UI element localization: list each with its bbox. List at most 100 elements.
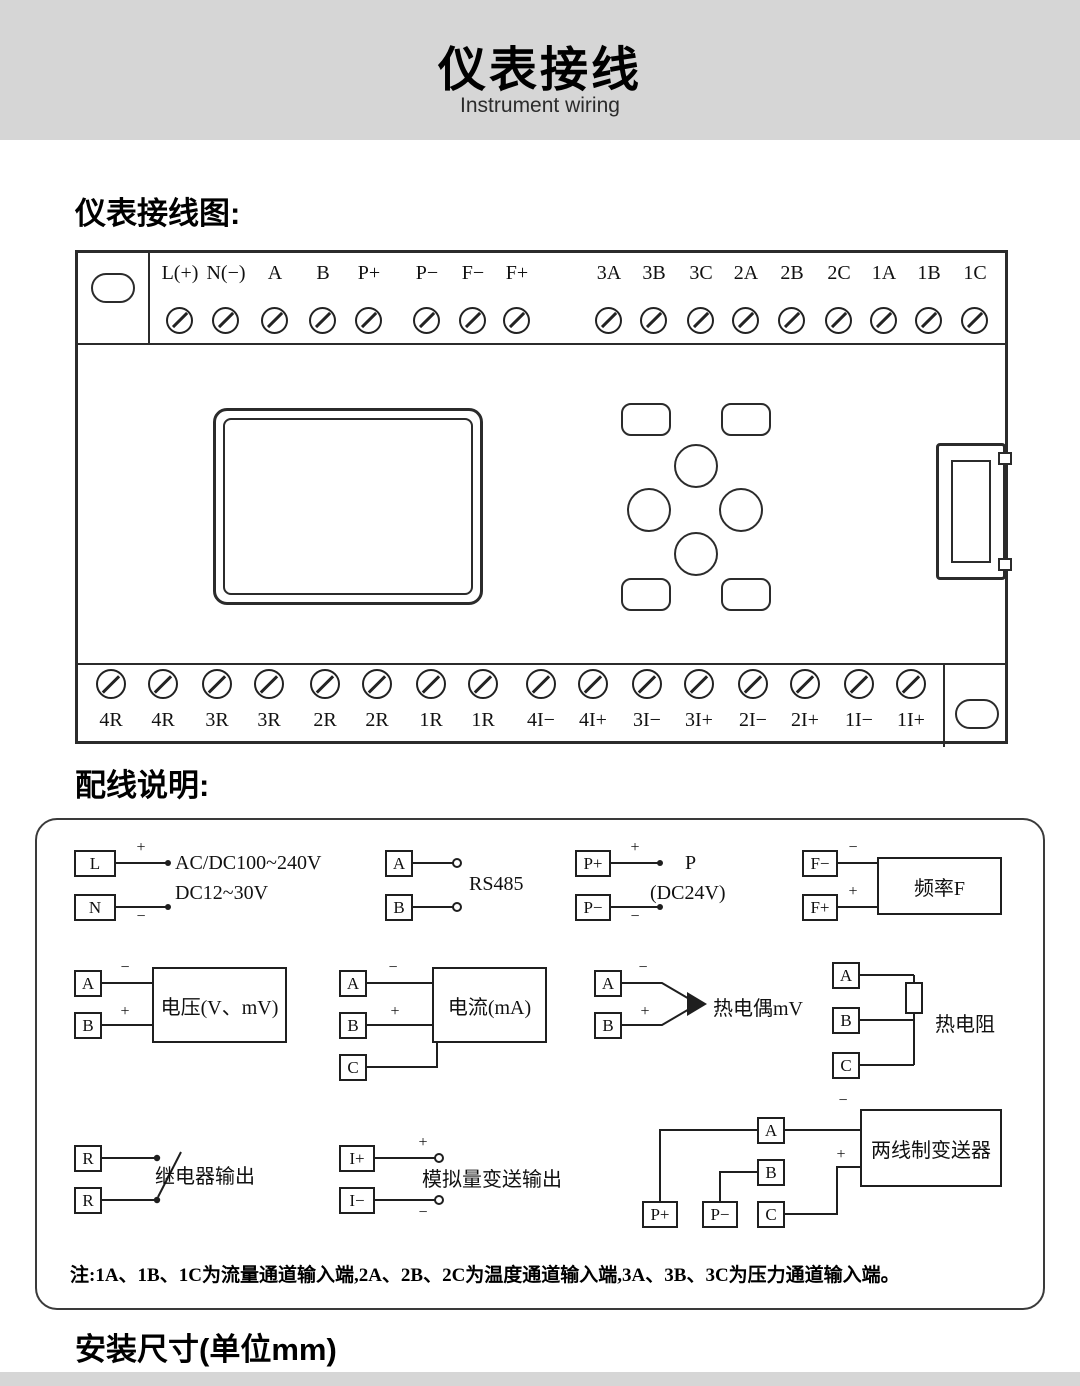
- screw-terminal-icon: [212, 307, 239, 334]
- screw-terminal-icon: [526, 669, 556, 699]
- rtd-label: 热电阻: [935, 1014, 995, 1036]
- terminal-box: B: [74, 1012, 102, 1039]
- screw-terminal-icon: [595, 307, 622, 334]
- bottom-strip-right-divider: [943, 663, 945, 747]
- side-connector: [936, 443, 1012, 580]
- terminal-box: F+: [802, 894, 838, 921]
- nav-key-right-icon: [719, 488, 763, 532]
- analog-out-label: 模拟量变送输出: [422, 1169, 562, 1191]
- connector-tab-icon: [998, 452, 1012, 465]
- terminal-box: A: [832, 962, 860, 989]
- side-connector-slot: [951, 460, 991, 563]
- polarity-sign: −: [120, 959, 130, 976]
- terminal-label: 3R: [257, 709, 281, 731]
- wiring-legend-panel: L N + − AC/DC100~240V DC12~30V A B RS485…: [35, 818, 1045, 1310]
- polarity-sign: +: [418, 1134, 428, 1151]
- polarity-sign: −: [848, 839, 858, 856]
- terminal-label: 3B: [642, 262, 666, 284]
- terminal-label: F+: [505, 262, 529, 284]
- current-box: 电流(mA): [432, 967, 547, 1043]
- section-title-wiring-diagram: 仪表接线图:: [75, 196, 241, 231]
- screw-terminal-icon: [790, 669, 820, 699]
- screw-terminal-icon: [362, 669, 392, 699]
- header-banner: 仪表接线 Instrument wiring: [0, 0, 1080, 140]
- voltage-box: 电压(V、mV): [152, 967, 287, 1043]
- screw-terminal-icon: [166, 307, 193, 334]
- terminal-box: C: [339, 1054, 367, 1081]
- terminal-box: P+: [642, 1201, 678, 1228]
- section-title-install-dimensions: 安装尺寸(单位mm): [75, 1332, 337, 1367]
- polarity-sign: −: [136, 908, 146, 925]
- terminal-box: A: [339, 970, 367, 997]
- mounting-hole-icon: [91, 273, 135, 303]
- terminal-label: 1R: [471, 709, 495, 731]
- terminal-label: 2A: [733, 262, 759, 284]
- polarity-sign: −: [630, 908, 640, 925]
- terminal-box: B: [832, 1007, 860, 1034]
- switch-blade-icon: [157, 1151, 182, 1198]
- terminal-label: 1A: [871, 262, 897, 284]
- terminal-box: B: [757, 1159, 785, 1186]
- terminal-box: R: [74, 1145, 102, 1172]
- polarity-sign: +: [630, 839, 640, 856]
- display-panel: [213, 408, 483, 605]
- polarity-sign: −: [838, 1092, 848, 1109]
- polarity-sign: +: [136, 839, 146, 856]
- terminal-label: 2R: [365, 709, 389, 731]
- function-key-4-icon: [721, 578, 771, 611]
- nav-key-up-icon: [674, 444, 718, 488]
- terminal-label: 1I+: [897, 709, 925, 731]
- terminal-box: B: [594, 1012, 622, 1039]
- switch-contact-icon: [153, 1154, 161, 1162]
- terminal-box: L: [74, 850, 116, 877]
- p-supply-line1: P: [685, 852, 697, 874]
- terminal-label: 4I+: [579, 709, 607, 731]
- screw-terminal-icon: [844, 669, 874, 699]
- terminal-label: F−: [461, 262, 485, 284]
- screw-terminal-icon: [309, 307, 336, 334]
- power-spec-line1: AC/DC100~240V: [175, 852, 322, 874]
- screw-terminal-icon: [684, 669, 714, 699]
- screw-terminal-icon: [915, 307, 942, 334]
- terminal-label: 1R: [419, 709, 443, 731]
- footer-banner-edge: [0, 1372, 1080, 1386]
- terminal-box: B: [339, 1012, 367, 1039]
- terminal-label: 4I−: [527, 709, 555, 731]
- top-strip-divider: [78, 343, 1005, 345]
- screw-terminal-icon: [503, 307, 530, 334]
- polarity-sign: −: [388, 959, 398, 976]
- terminal-label: N(−): [206, 262, 246, 284]
- terminal-label: 3R: [205, 709, 229, 731]
- screw-terminal-icon: [261, 307, 288, 334]
- screw-terminal-icon: [459, 307, 486, 334]
- terminal-box: A: [594, 970, 622, 997]
- function-key-1-icon: [621, 403, 671, 436]
- screw-terminal-icon: [870, 307, 897, 334]
- terminal-label: 1C: [963, 262, 987, 284]
- terminal-box: I−: [339, 1187, 375, 1214]
- terminal-label: L(+): [161, 262, 199, 284]
- terminal-label: 2C: [827, 262, 851, 284]
- terminal-label: 2B: [780, 262, 804, 284]
- arrow-icon: [687, 992, 707, 1016]
- terminal-box: C: [757, 1201, 785, 1228]
- terminal-box: N: [74, 894, 116, 921]
- terminal-box: R: [74, 1187, 102, 1214]
- screw-terminal-icon: [738, 669, 768, 699]
- screw-terminal-icon: [202, 669, 232, 699]
- terminal-box: P−: [575, 894, 611, 921]
- screw-terminal-icon: [732, 307, 759, 334]
- terminal-box: P−: [702, 1201, 738, 1228]
- transmitter-box: 两线制变送器: [860, 1109, 1002, 1187]
- screw-terminal-icon: [355, 307, 382, 334]
- screw-terminal-icon: [632, 669, 662, 699]
- terminal-box: P+: [575, 850, 611, 877]
- screw-terminal-icon: [961, 307, 988, 334]
- nav-key-left-icon: [627, 488, 671, 532]
- polarity-sign: +: [836, 1146, 846, 1163]
- screw-terminal-icon: [148, 669, 178, 699]
- thermocouple-label: 热电偶mV: [713, 998, 803, 1020]
- terminal-box: A: [385, 850, 413, 877]
